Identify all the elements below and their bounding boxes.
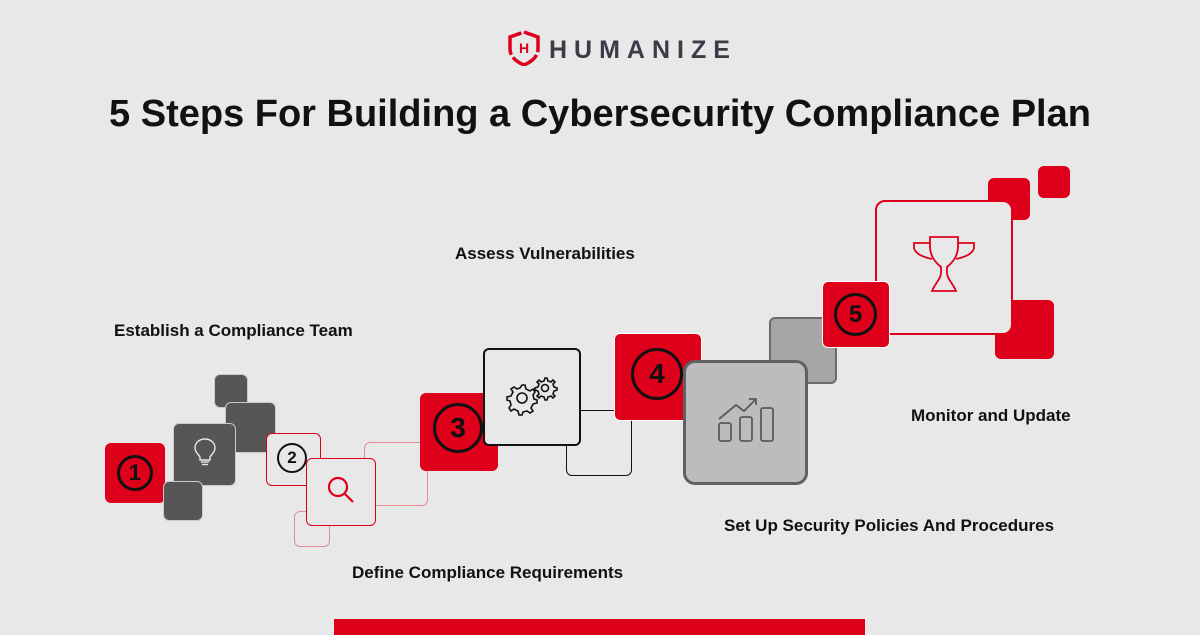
step-2-icon-tile — [306, 458, 376, 526]
shield-h-icon: H — [507, 30, 541, 71]
step-5-label: Monitor and Update — [911, 406, 1071, 425]
bottom-accent-bar — [334, 619, 865, 635]
step-3-icon-tile — [483, 348, 581, 446]
step-2-label: Define Compliance Requirements — [352, 563, 624, 582]
step-5-badge: 5 — [822, 281, 890, 348]
step-3-label: Assess Vulnerabilities — [455, 244, 635, 263]
step-1-label: Establish a Compliance Team — [114, 321, 353, 340]
step-1-icon-tile — [173, 423, 236, 486]
growth-chart-icon — [716, 395, 776, 450]
decor-square — [163, 481, 203, 521]
brand-name: HUMANIZE — [549, 36, 737, 64]
step-2-number: 2 — [277, 443, 307, 473]
step-3-number: 3 — [433, 403, 483, 453]
search-icon — [325, 474, 357, 511]
step-5-icon-tile — [875, 200, 1013, 335]
svg-text:H: H — [519, 40, 529, 56]
decor-square — [1038, 166, 1070, 198]
page-title: 5 Steps For Building a Cybersecurity Com… — [109, 93, 1091, 135]
step-4-label: Set Up Security Policies And Procedures — [724, 516, 1055, 535]
step-1-number: 1 — [117, 455, 153, 491]
step-4-number: 4 — [631, 348, 683, 400]
step-5-number: 5 — [834, 293, 877, 336]
trophy-icon — [912, 235, 976, 300]
step-4-icon-tile — [683, 360, 808, 485]
lightbulb-icon — [192, 437, 218, 472]
step-1-badge: 1 — [105, 443, 165, 503]
brand-logo: H HUMANIZE — [507, 30, 737, 71]
gears-icon — [502, 372, 562, 423]
